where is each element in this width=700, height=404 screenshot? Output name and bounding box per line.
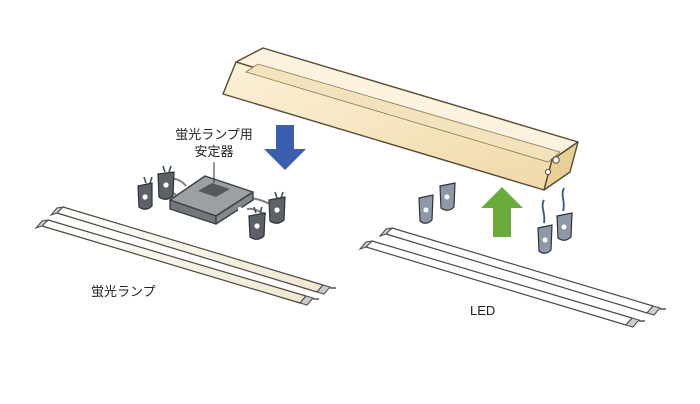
fluorescent-lamp-label: 蛍光ランプ <box>91 285 156 300</box>
ballast-label-line2: 安定器 <box>194 145 234 160</box>
fixture-screw <box>544 168 552 176</box>
lamp-socket-icon <box>137 176 153 210</box>
ballast-icon <box>159 175 273 225</box>
lamp-socket-icon <box>157 165 175 200</box>
fluorescent-tube-icon <box>34 219 319 306</box>
ballast-label-line1: 蛍光ランプ用 <box>175 128 253 143</box>
up-arrow-icon <box>481 187 523 237</box>
fixture-screw <box>552 156 560 164</box>
lamp-socket-icon <box>556 187 573 241</box>
lamp-socket-icon <box>268 191 286 224</box>
lamp-socket-icon <box>537 199 553 254</box>
light-fixture <box>222 47 579 191</box>
fluorescent-tube-icon <box>49 206 336 295</box>
down-arrow-icon <box>264 125 306 170</box>
led-tube-icon <box>378 227 666 316</box>
ballast-label: 蛍光ランプ用 安定器 <box>166 127 262 161</box>
lamp-socket-icon <box>418 194 434 224</box>
led-label: LED <box>470 303 496 318</box>
lamp-socket-icon <box>439 182 456 211</box>
led-tube-icon <box>358 240 645 328</box>
lamp-socket-icon <box>248 206 266 240</box>
